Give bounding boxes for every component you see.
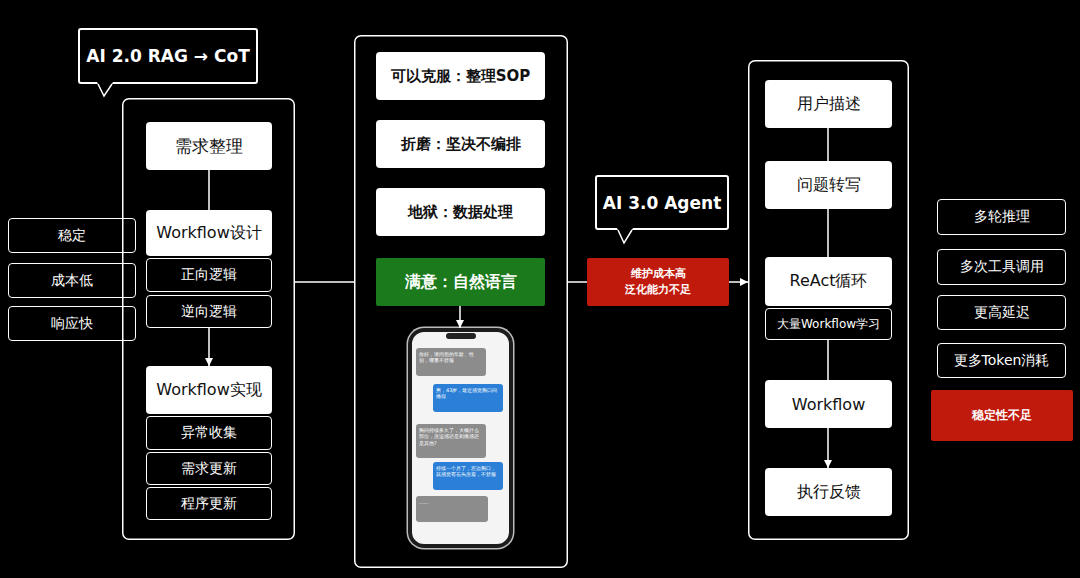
label-box: 大量Workflow学习 bbox=[765, 308, 892, 340]
chat-bubble: ...... bbox=[416, 496, 488, 522]
connector bbox=[827, 340, 829, 380]
connector bbox=[827, 209, 829, 257]
callout-tail bbox=[97, 82, 113, 96]
node-label: AI 3.0 Agent bbox=[603, 193, 722, 213]
node-label: 异常收集 bbox=[181, 424, 237, 442]
callout-box: AI 2.0 RAG → CoT bbox=[78, 28, 258, 84]
connector bbox=[208, 328, 210, 366]
node-label: 响应快 bbox=[51, 315, 93, 333]
label-box: 异常收集 bbox=[146, 416, 272, 450]
node-label: 更高延迟 bbox=[974, 304, 1030, 322]
node-label: 多次工具调用 bbox=[960, 258, 1044, 276]
node-label: Workflow实现 bbox=[156, 380, 261, 401]
node-label: 用户描述 bbox=[797, 94, 861, 115]
node-label: 多轮推理 bbox=[974, 208, 1030, 226]
callout-tail-outline bbox=[98, 84, 112, 96]
label-box: 程序更新 bbox=[146, 487, 272, 520]
process-box: 执行反馈 bbox=[765, 468, 892, 516]
process-box: 用户描述 bbox=[765, 80, 892, 128]
connector bbox=[295, 281, 354, 283]
label-box: 成本低 bbox=[8, 263, 136, 298]
node-label: ...... bbox=[419, 499, 429, 505]
node-label: 维护成本高 泛化能力不足 bbox=[624, 266, 692, 298]
label-box: 正向逻辑 bbox=[146, 258, 272, 292]
node-label: 折磨：坚决不编排 bbox=[401, 135, 521, 154]
node-label: Workflow设计 bbox=[156, 223, 261, 244]
stage-box: 可以克服：整理SOP bbox=[376, 52, 545, 100]
node-label: 逆向逻辑 bbox=[181, 303, 237, 321]
node-label: 胸闷持续多久了，大概什么部位，压迫感还是刺痛感还是其他? bbox=[419, 427, 483, 446]
warning-box: 维护成本高 泛化能力不足 bbox=[587, 258, 729, 306]
chat-bubble: 持续一个月了，左边胸口，就感觉有石头压着，不舒服 bbox=[433, 462, 503, 490]
warning-box: 稳定性不足 bbox=[931, 390, 1073, 441]
node-label: 持续一个月了，左边胸口，就感觉有石头压着，不舒服 bbox=[436, 465, 500, 478]
callout-tail bbox=[617, 228, 633, 243]
phone-illustration: 你好，请问您的年龄、性别，哪里不舒服男，43岁，最近感觉胸口闷痛得胸闷持续多久了… bbox=[408, 328, 513, 548]
node-label: AI 2.0 RAG → CoT bbox=[86, 46, 249, 66]
phone-notch bbox=[446, 333, 476, 339]
callout-tail-outline bbox=[618, 230, 632, 243]
chat-bubble: 你好，请问您的年龄、性别，哪里不舒服 bbox=[416, 348, 486, 376]
node-label: 问题转写 bbox=[797, 175, 861, 196]
group-panel: 可以克服：整理SOP 折磨：坚决不编排地狱：数据处理满意：自然语言你好，请问您的年… bbox=[354, 35, 568, 568]
label-box: 更高延迟 bbox=[937, 295, 1066, 330]
node-label: Workflow bbox=[792, 395, 865, 414]
process-box: Workflow bbox=[765, 380, 892, 428]
connector bbox=[208, 170, 210, 210]
label-box: 多轮推理 bbox=[937, 199, 1066, 235]
node-label: 需求更新 bbox=[181, 460, 237, 478]
process-box: ReAct循环 bbox=[765, 257, 892, 306]
chat-bubble: 男，43岁，最近感觉胸口闷痛得 bbox=[433, 384, 503, 412]
node-label: 大量Workflow学习 bbox=[777, 316, 880, 333]
group-panel: 用户描述问题转写 ReAct循环大量Workflow学习 Workflow 执行反馈 bbox=[748, 60, 909, 540]
node-label: 执行反馈 bbox=[797, 482, 861, 503]
stage-box: 折磨：坚决不编排 bbox=[376, 120, 545, 168]
callout-box: AI 3.0 Agent bbox=[595, 175, 729, 230]
node-label: 地狱：数据处理 bbox=[408, 203, 513, 222]
node-label: 稳定 bbox=[58, 227, 86, 245]
connector bbox=[827, 128, 829, 161]
node-label: 需求整理 bbox=[175, 135, 243, 158]
group-panel: 需求整理 Workflow设计正向逻辑逆向逻辑 Workflow实现异常收集需求更新… bbox=[122, 98, 295, 540]
node-label: 正向逻辑 bbox=[181, 266, 237, 284]
label-box: 响应快 bbox=[8, 306, 136, 341]
node-label: 稳定性不足 bbox=[972, 407, 1032, 424]
label-box: 多次工具调用 bbox=[937, 249, 1066, 285]
process-box: 需求整理 bbox=[146, 122, 272, 170]
node-label: 满意：自然语言 bbox=[405, 272, 517, 293]
process-box: 问题转写 bbox=[765, 161, 892, 209]
node-label: 男，43岁，最近感觉胸口闷痛得 bbox=[436, 387, 500, 400]
node-label: 更多Token消耗 bbox=[954, 352, 1050, 370]
highlight-box: 满意：自然语言 bbox=[376, 258, 545, 306]
connector bbox=[568, 281, 587, 283]
node-label: 你好，请问您的年龄、性别，哪里不舒服 bbox=[419, 351, 483, 364]
node-label: 可以克服：整理SOP bbox=[391, 67, 531, 86]
chat-bubble: 胸闷持续多久了，大概什么部位，压迫感还是刺痛感还是其他? bbox=[416, 424, 486, 458]
node-label: 程序更新 bbox=[181, 495, 237, 513]
connector bbox=[827, 428, 829, 468]
label-box: 更多Token消耗 bbox=[937, 343, 1066, 378]
label-box: 稳定 bbox=[8, 218, 136, 253]
stage-box: 地狱：数据处理 bbox=[376, 188, 545, 236]
process-box: Workflow设计 bbox=[146, 210, 272, 256]
process-box: Workflow实现 bbox=[146, 366, 272, 414]
connector bbox=[729, 281, 748, 283]
connector bbox=[459, 306, 461, 328]
node-label: ReAct循环 bbox=[790, 271, 868, 292]
label-box: 需求更新 bbox=[146, 452, 272, 485]
label-box: 逆向逻辑 bbox=[146, 295, 272, 328]
node-label: 成本低 bbox=[51, 272, 93, 290]
